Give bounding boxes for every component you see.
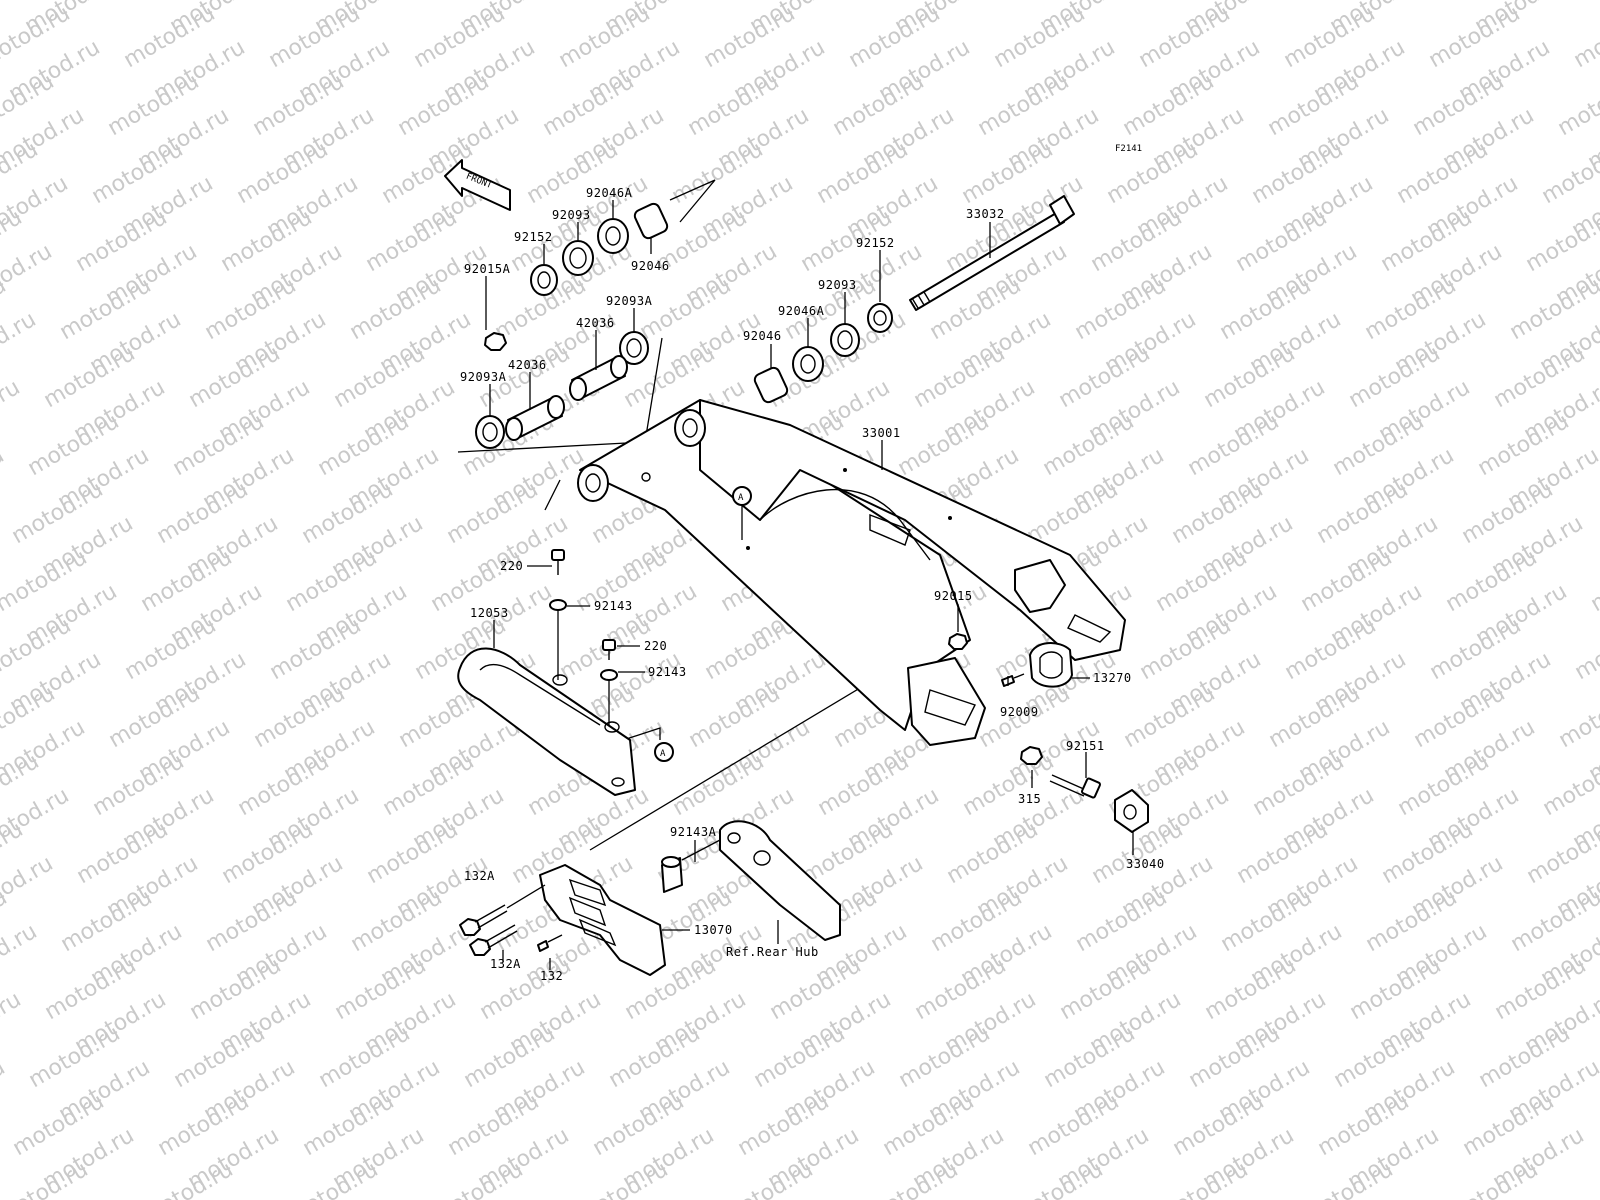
guide-line-pivot-small	[544, 479, 561, 511]
swingarm-33001	[577, 399, 1126, 746]
screw-132	[537, 940, 549, 952]
label-92046A-top: 92046A	[586, 186, 633, 200]
label-92143-b: 92143	[648, 665, 687, 679]
reference-marker-bottom: A	[654, 742, 674, 762]
right-small-parts	[948, 633, 1149, 855]
label-92151: 92151	[1066, 739, 1105, 753]
swingarm-slot	[869, 513, 911, 546]
chain-slider-12053	[457, 647, 636, 796]
chain-guide-body	[539, 864, 666, 976]
right-pivot-bearings	[753, 195, 1075, 404]
label-42036-bottom: 42036	[508, 358, 547, 372]
reference-marker-bottom-label: A	[660, 749, 666, 759]
chain-guide-cover	[719, 820, 841, 941]
label-ref-rear-hub: Ref.Rear Hub	[726, 945, 819, 959]
reference-marker-top-label: A	[738, 493, 744, 503]
collar-92093A-bottom	[475, 415, 505, 449]
label-13270: 13270	[1093, 671, 1132, 685]
label-33001: 33001	[862, 426, 901, 440]
label-92015A: 92015A	[464, 262, 511, 276]
bearing-92046A-right	[792, 346, 824, 382]
label-92015: 92015	[934, 589, 973, 603]
label-92046-right: 92046	[743, 329, 782, 343]
bolt-220-a	[551, 549, 565, 561]
label-132A-b: 132A	[490, 957, 521, 971]
label-92046-top: 92046	[631, 259, 670, 273]
seal-92152-right	[867, 303, 893, 333]
label-92143A: 92143A	[670, 825, 717, 839]
bolt-132A-a-head	[459, 918, 481, 936]
axle-block-33040	[1114, 789, 1149, 833]
axle-end-left	[907, 657, 986, 746]
collar-92093-right	[830, 323, 860, 357]
figure-code: F2141	[1115, 144, 1142, 154]
bolt-92151-head	[1080, 777, 1102, 799]
label-33032: 33032	[966, 207, 1005, 221]
leader-lines	[485, 200, 1090, 970]
needle-bearing-92046-left	[633, 202, 669, 240]
axle-slot-right	[1067, 614, 1112, 643]
front-arrow: FRONT	[444, 159, 511, 211]
nut-315	[1020, 746, 1043, 765]
chain-slider-body	[457, 647, 636, 796]
bolt-220-b	[602, 639, 616, 651]
label-92093-top: 92093	[552, 208, 591, 222]
axle-slot-left	[924, 689, 976, 726]
left-pivot-bearings	[475, 202, 669, 449]
pivot-shaft-head	[1049, 195, 1075, 225]
reference-marker-top: A	[732, 486, 752, 540]
bolt-92151-shaft	[1051, 774, 1087, 791]
front-arrow-icon	[444, 159, 511, 211]
part-labels: 92046A 92093 92152 92015A 92046 92093A 4…	[460, 186, 1165, 983]
bolt-132A-b-head	[469, 938, 491, 956]
label-13070: 13070	[694, 923, 733, 937]
pivot-boss-left	[577, 464, 609, 502]
needle-bearing-92046-right	[753, 366, 789, 404]
label-33040: 33040	[1126, 857, 1165, 871]
pivot-shaft-33032	[909, 211, 1065, 311]
label-92093A-top: 92093A	[606, 294, 653, 308]
label-220-b: 220	[644, 639, 667, 653]
slider-fasteners	[549, 549, 618, 725]
label-92143-a: 92143	[594, 599, 633, 613]
collar-92093-left	[562, 240, 594, 276]
washer-92143-b	[600, 669, 618, 681]
label-42036-top: 42036	[576, 316, 615, 330]
label-12053: 12053	[470, 606, 509, 620]
label-92093-right: 92093	[818, 278, 857, 292]
seal-92152-left	[530, 264, 558, 296]
guard-fasteners	[459, 884, 563, 956]
label-132A-a: 132A	[464, 869, 495, 883]
label-92093A-bottom: 92093A	[460, 370, 507, 384]
label-92009: 92009	[1000, 705, 1039, 719]
chain-adjuster-block	[1014, 559, 1066, 613]
label-92046A-right: 92046A	[778, 304, 825, 318]
label-220-a: 220	[500, 559, 523, 573]
chain-guide-13070	[539, 820, 841, 976]
nut-92015A	[484, 332, 507, 351]
bearing-92046A-left	[597, 218, 629, 254]
label-92152-top: 92152	[514, 230, 553, 244]
label-92152-right: 92152	[856, 236, 895, 250]
cover-13270	[1029, 642, 1073, 688]
label-315: 315	[1018, 792, 1041, 806]
pivot-boss-right	[674, 409, 706, 447]
nut-92015	[948, 633, 968, 650]
label-132: 132	[540, 969, 563, 983]
washer-92143-a	[549, 599, 567, 611]
guide-line-top	[669, 179, 716, 223]
